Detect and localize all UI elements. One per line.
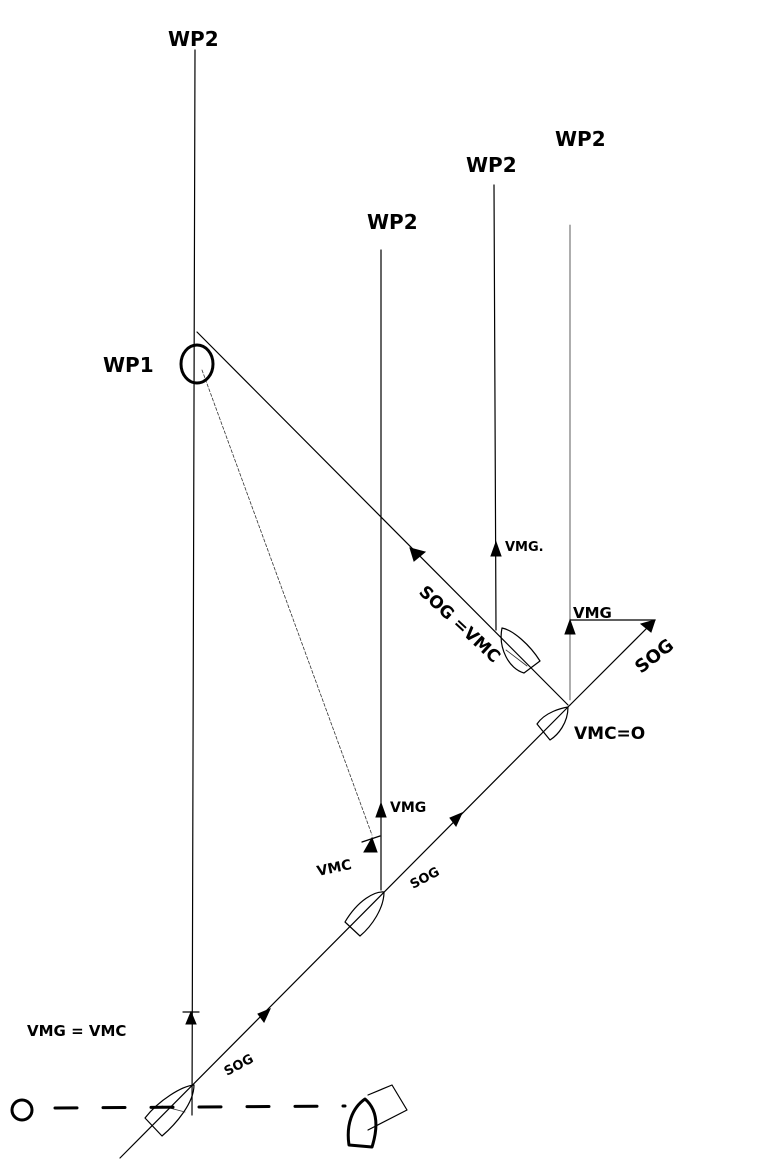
arrowhead-vmg-right bbox=[564, 618, 576, 635]
label-wp2-a: WP2 bbox=[168, 27, 219, 51]
arrowhead-sog-track-upper bbox=[449, 812, 463, 827]
sog-track-line bbox=[119, 704, 571, 1159]
course-line-wp1 bbox=[196, 331, 569, 706]
arrowhead-sog-track-lower bbox=[257, 1008, 271, 1023]
label-vmc-mid: VMC bbox=[316, 857, 354, 880]
label-vmg-mid: VMG bbox=[390, 800, 426, 816]
label-vmg-eq-vmc: VMG = VMC bbox=[27, 1022, 126, 1040]
arrowhead-sog-right bbox=[639, 619, 656, 633]
sog-vector-right bbox=[569, 619, 656, 706]
label-sog-mid: SOG bbox=[408, 865, 442, 893]
vmc-line-wp1 bbox=[201, 369, 373, 836]
arrowhead-course bbox=[409, 547, 427, 562]
arrowhead-vmg-top bbox=[490, 540, 502, 557]
tick-vmc-mid bbox=[361, 835, 381, 843]
bearing-line-wp2-c bbox=[493, 184, 497, 631]
label-wp2-c: WP2 bbox=[466, 153, 517, 177]
arrowhead-vmg-mid bbox=[375, 801, 387, 818]
arrowhead-vmc-mid bbox=[363, 836, 378, 853]
boat-bottom bbox=[144, 1084, 195, 1137]
bearing-line-wp2-a bbox=[191, 49, 196, 1116]
label-wp1: WP1 bbox=[103, 353, 154, 377]
label-vmc-zero: VMC=O bbox=[574, 724, 645, 744]
start-mark-buoy bbox=[10, 1098, 34, 1122]
label-sog-right: SOG bbox=[631, 635, 678, 678]
boat-vmc-zero bbox=[536, 706, 569, 741]
label-sog-bottom: SOG bbox=[222, 1052, 256, 1080]
boat-middle bbox=[344, 891, 385, 937]
start-line-dash bbox=[53, 1104, 347, 1110]
label-vmg-top: VMG. bbox=[505, 540, 544, 555]
arrowhead-vmg-eq-vmc bbox=[185, 1010, 197, 1025]
label-wp2-b: WP2 bbox=[367, 210, 418, 234]
wp1-mark bbox=[179, 343, 215, 385]
committee-boat bbox=[346, 1084, 408, 1149]
label-vmg-right: VMG bbox=[573, 604, 612, 622]
boat-top bbox=[500, 627, 541, 674]
label-wp2-d: WP2 bbox=[555, 127, 606, 151]
